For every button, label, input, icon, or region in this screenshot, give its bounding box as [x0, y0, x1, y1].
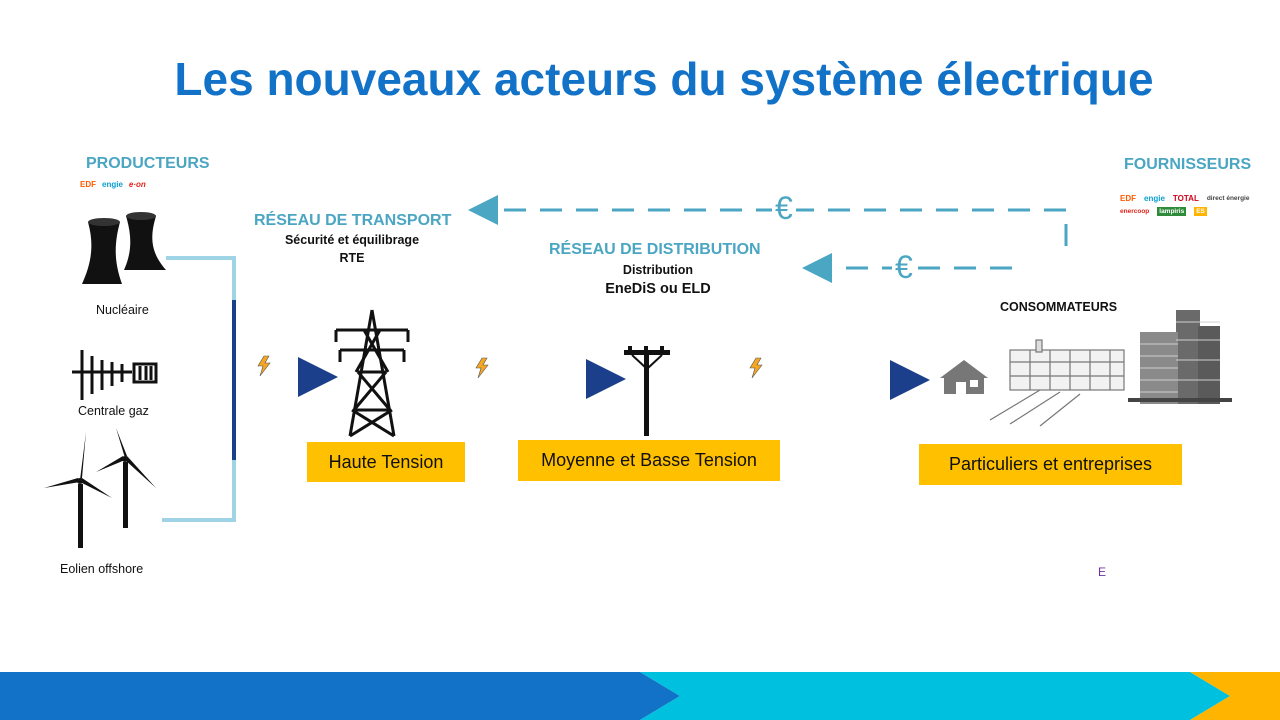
transport-operator: RTE — [339, 251, 365, 265]
utility-pole-icon — [624, 346, 670, 436]
engie-logo: engie — [102, 180, 123, 189]
eon-logo: e·on — [128, 180, 146, 189]
euro-symbol: € — [892, 249, 916, 286]
distribution-operator: EneDiS ou ELD — [605, 281, 711, 297]
lightning-icon — [257, 355, 271, 377]
lightning-icon — [749, 357, 763, 379]
transport-subtitle: Sécurité et équilibrage — [284, 233, 420, 247]
plant-label-wind: Eolien offshore — [60, 562, 144, 576]
box-haute-tension: Haute Tension — [307, 442, 465, 482]
es-logo: ES — [1194, 207, 1207, 216]
edf-logo: EDF — [1120, 194, 1136, 203]
enercoop-logo: enercoop — [1120, 208, 1150, 215]
gas-plant-icon — [72, 350, 158, 400]
total-logo: TOTAL — [1172, 194, 1199, 203]
euro-symbol: € — [772, 190, 796, 227]
producer-logos: EDF engie e·on — [80, 180, 146, 189]
suppliers-heading: FOURNISSEURS — [1124, 156, 1252, 173]
office-tower-icon — [1128, 310, 1232, 404]
supplier-logos: EDF engie TOTAL direct énergie enercoop … — [1120, 194, 1260, 216]
distribution-subtitle: Distribution — [622, 263, 694, 277]
distribution-heading: RÉSEAU DE DISTRIBUTION — [549, 241, 761, 258]
plant-label-gas: Centrale gaz — [78, 404, 149, 418]
box-moyenne-basse-tension: Moyenne et Basse Tension — [518, 440, 780, 481]
transmission-pylon-icon — [334, 309, 410, 438]
box-particuliers-entreprises: Particuliers et entreprises — [919, 444, 1182, 485]
house-icon — [940, 360, 988, 394]
engie-logo: engie — [1144, 194, 1165, 203]
edf-logo: EDF — [80, 180, 96, 189]
factory-icon — [989, 339, 1125, 427]
footer-bar — [0, 672, 1280, 720]
producer-collector-lines — [160, 256, 338, 522]
producers-heading: PRODUCTEURS — [86, 155, 210, 172]
transport-heading: RÉSEAU DE TRANSPORT — [254, 212, 452, 229]
plant-label-nuclear: Nucléaire — [96, 303, 149, 317]
wind-turbine-icon — [44, 428, 156, 548]
stray-letter: E — [1098, 565, 1107, 579]
cooling-tower-icon — [82, 212, 166, 284]
lightning-icon — [475, 357, 489, 379]
lampiris-logo: lampiris — [1157, 207, 1187, 216]
slide-title: Les nouveaux acteurs du système électriq… — [174, 53, 1154, 105]
money-flow-to-transport — [468, 195, 1068, 246]
direct-energie-logo: direct énergie — [1206, 195, 1250, 202]
consumers-heading: CONSOMMATEURS — [1000, 300, 1118, 314]
